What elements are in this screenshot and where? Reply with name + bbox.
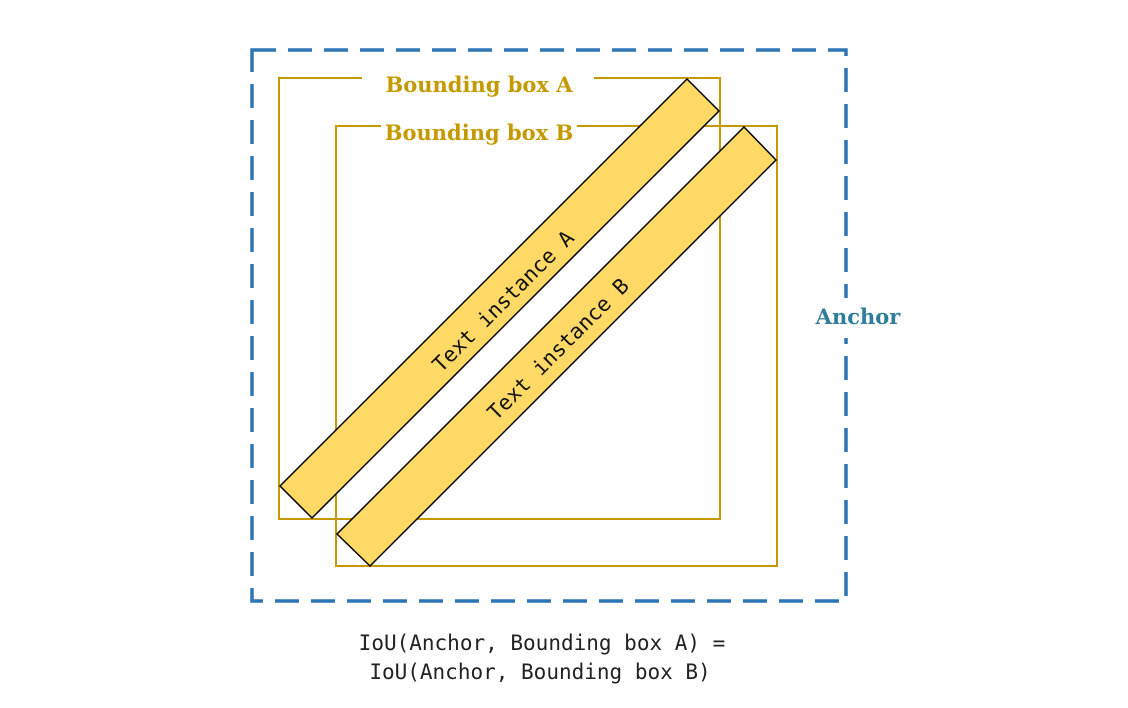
iou-caption-line-1: IoU(Anchor, Bounding box A) =: [359, 631, 726, 655]
anchor-label: Anchor: [815, 304, 902, 329]
label-gap-anchor: [838, 298, 854, 338]
bounding-box-a-label: Bounding box A: [385, 72, 573, 97]
bounding-box-b-label: Bounding box B: [385, 120, 574, 145]
label-gap-a: [362, 68, 594, 90]
label-gap-b: [381, 116, 577, 138]
text-instance-a-bar: [278, 77, 721, 520]
iou-caption-line-2: IoU(Anchor, Bounding box B): [369, 660, 710, 684]
text-instance-b-bar: [335, 125, 778, 568]
